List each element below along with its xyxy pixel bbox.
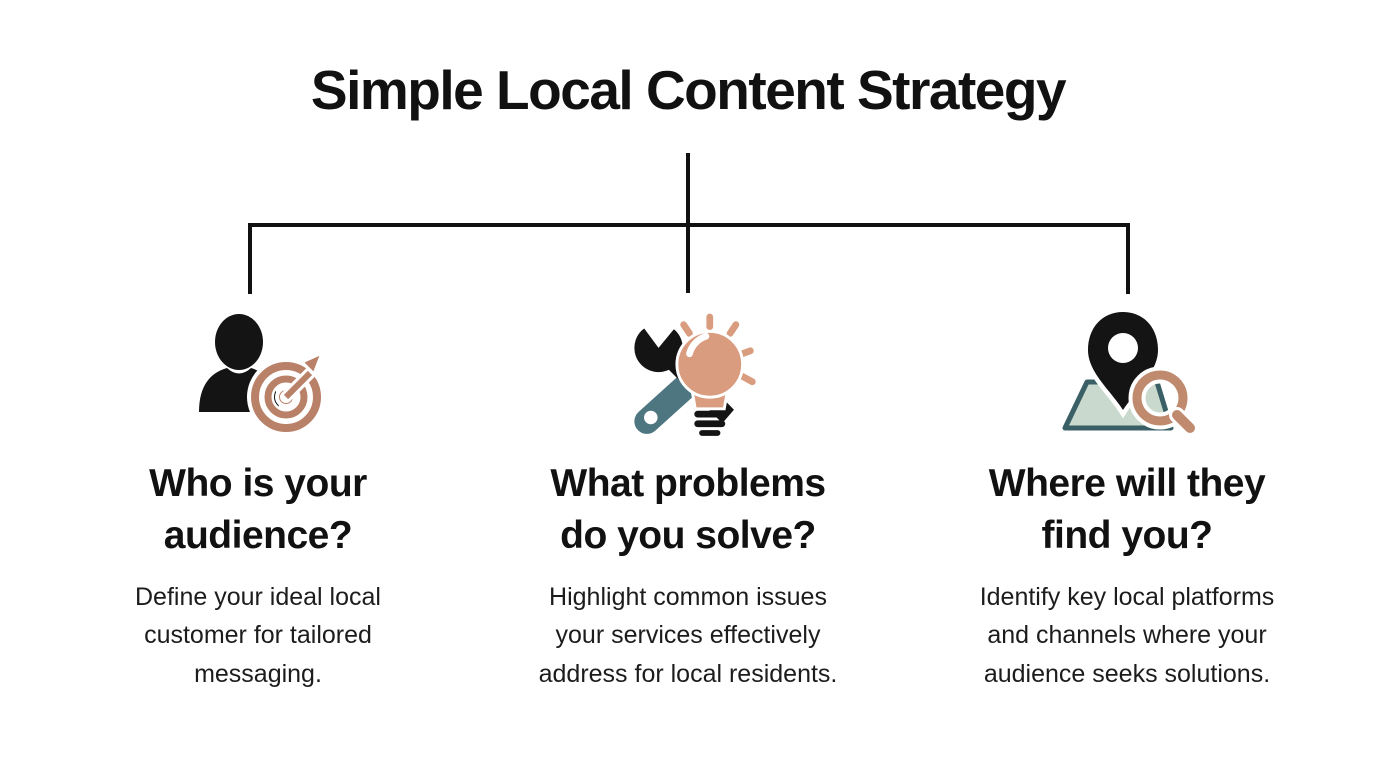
column-heading: What problems do you solve? xyxy=(550,462,826,557)
connector-drop-left xyxy=(248,223,252,294)
column-body: Identify key local platforms and channel… xyxy=(979,582,1275,689)
wrench-lightbulb-icon xyxy=(478,300,898,448)
map-pin-magnifier-icon xyxy=(917,300,1337,448)
page-title: Simple Local Content Strategy xyxy=(310,59,1067,121)
column-heading: Where will they find you? xyxy=(988,462,1266,557)
column-heading: Who is your audience? xyxy=(149,462,367,557)
person-target-icon xyxy=(48,300,468,448)
column-find-you: Where will they find you? Identify key l… xyxy=(917,300,1337,694)
connector-crossbar xyxy=(248,223,1130,227)
column-body: Highlight common issues your services ef… xyxy=(538,582,838,689)
column-audience: Who is your audience? Define your ideal … xyxy=(48,300,468,694)
column-problems: What problems do you solve? Highlight co… xyxy=(478,300,898,694)
connector-drop-right xyxy=(1126,223,1130,294)
column-body: Define your ideal local customer for tai… xyxy=(135,582,381,689)
